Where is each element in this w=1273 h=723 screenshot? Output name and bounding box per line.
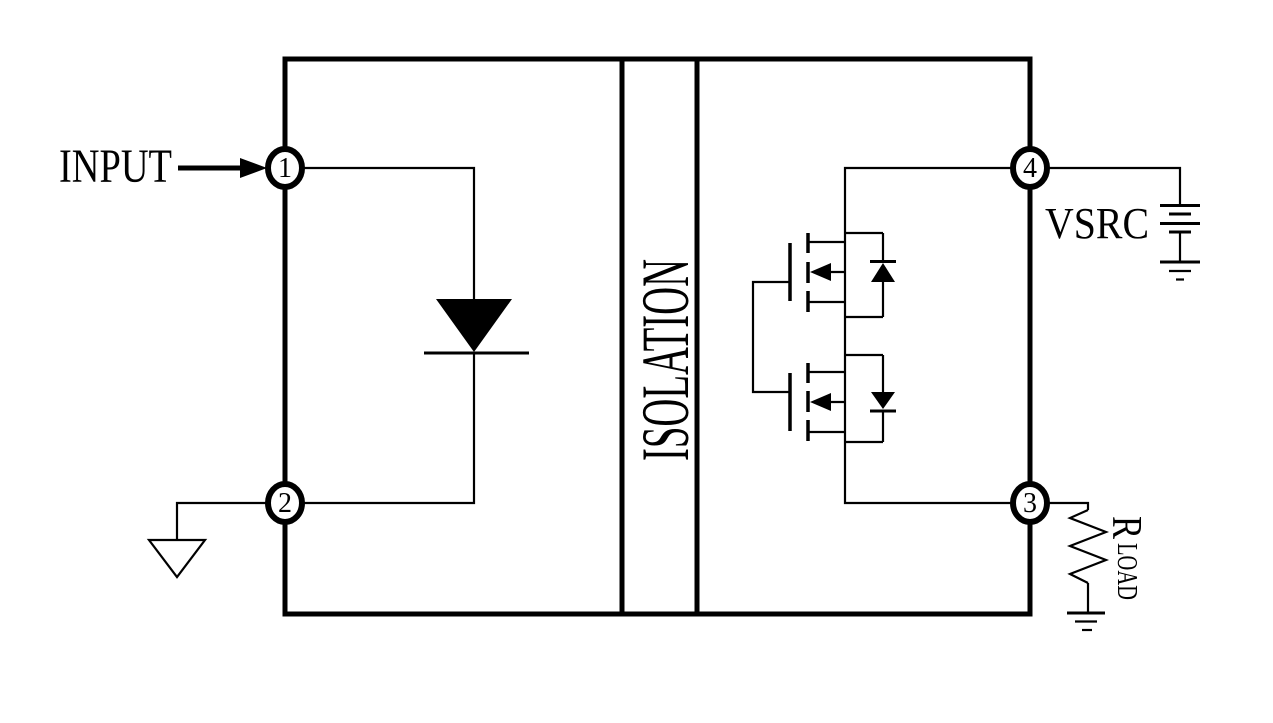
body-diode-bottom-wire bbox=[845, 353, 885, 444]
mosfet-bottom-leads bbox=[808, 370, 845, 434]
input-ground bbox=[146, 501, 285, 579]
input-label: INPUT bbox=[59, 140, 172, 193]
rload-label: R LOAD bbox=[1103, 516, 1149, 600]
cathode-wire bbox=[285, 352, 476, 505]
mosfet-top bbox=[788, 231, 896, 319]
mosfet-bottom bbox=[788, 353, 896, 444]
vsrc-label: VSRC bbox=[1045, 199, 1149, 248]
anode-wire bbox=[285, 166, 476, 299]
input-arrow-head-icon bbox=[240, 158, 267, 178]
pin-2-number: 2 bbox=[278, 488, 292, 519]
rload-label-r: R bbox=[1103, 516, 1149, 539]
output-side: VSRC R LOAD bbox=[751, 166, 1200, 632]
input-ground-wire bbox=[175, 501, 285, 539]
body-diode-top-triangle bbox=[871, 263, 895, 282]
mosfet-top-body-arrow-icon bbox=[810, 263, 831, 281]
body-diode-bottom bbox=[845, 353, 896, 444]
pin-2: 2 bbox=[265, 481, 305, 525]
vsrc-ground-icon bbox=[1160, 260, 1200, 281]
rload-ground-icon bbox=[1067, 611, 1105, 632]
led-diode bbox=[424, 299, 529, 355]
pin-3: 3 bbox=[1010, 481, 1050, 525]
pin-3-number: 3 bbox=[1023, 488, 1037, 519]
input-arrow bbox=[178, 158, 267, 178]
battery-icon bbox=[1160, 204, 1200, 234]
package-border bbox=[282, 56, 1033, 617]
input-side: INPUT bbox=[59, 140, 529, 579]
pins: 1 2 4 3 bbox=[265, 146, 1050, 525]
pin-4-circle bbox=[1010, 146, 1050, 190]
gate-link-wire bbox=[751, 280, 790, 394]
pin-4: 4 bbox=[1010, 146, 1050, 190]
pin-1-number: 1 bbox=[278, 153, 292, 184]
body-diode-top bbox=[845, 231, 896, 319]
input-ground-triangle-icon bbox=[146, 538, 208, 579]
vsrc-wire-top bbox=[1030, 166, 1182, 204]
rload-branch: R LOAD bbox=[1030, 501, 1149, 632]
body-diode-top-wire bbox=[845, 231, 885, 319]
pin-3-circle bbox=[1010, 481, 1050, 525]
body-diode-bottom-triangle bbox=[871, 392, 895, 409]
diode-triangle bbox=[436, 299, 512, 352]
package-outline bbox=[282, 56, 1033, 617]
mosfet-bottom-body-arrow-icon bbox=[810, 393, 831, 411]
pin-1-circle bbox=[265, 146, 305, 190]
resistor-zigzag-icon bbox=[1066, 508, 1110, 584]
isolation-label: ISOLATION bbox=[628, 259, 704, 461]
rload-label-sub: LOAD bbox=[1111, 543, 1142, 600]
output-rail-wire bbox=[843, 166, 1030, 505]
vsrc-branch: VSRC bbox=[1030, 166, 1200, 281]
pin-1: 1 bbox=[265, 146, 305, 190]
pin-2-circle bbox=[265, 481, 305, 525]
mosfet-top-leads bbox=[808, 240, 845, 304]
pin-4-number: 4 bbox=[1023, 153, 1037, 184]
